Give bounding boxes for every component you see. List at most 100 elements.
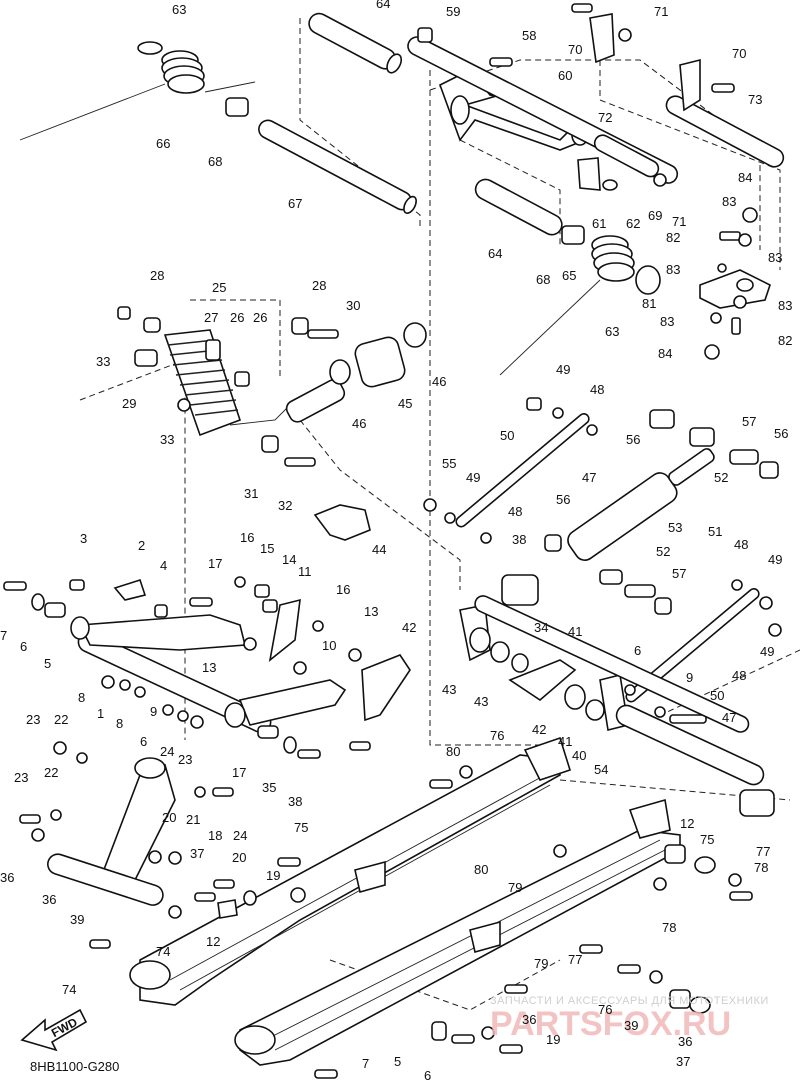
callout-label: 64 <box>488 246 502 261</box>
callout-label: 10 <box>322 638 336 653</box>
callout-label: 73 <box>748 92 762 107</box>
callout-label: 41 <box>558 734 572 749</box>
callout-label: 42 <box>402 620 416 635</box>
bushing-68-mid <box>561 225 585 245</box>
callout-label: 26 <box>253 310 267 325</box>
callout-label: 7 <box>0 628 7 643</box>
callout-label: 18 <box>208 828 222 843</box>
callout-label: 47 <box>582 470 596 485</box>
torsion-spring-65 <box>499 235 635 376</box>
bracket-44 <box>313 504 371 541</box>
callout-label: 11 <box>298 564 312 579</box>
callout-label: 53 <box>668 520 682 535</box>
arm-34 <box>508 659 577 702</box>
callout-label: 13 <box>364 604 378 619</box>
callout-label: 36 <box>42 892 56 907</box>
callout-label: 1 <box>97 706 104 721</box>
front-shock-absorber <box>117 306 291 437</box>
washer-63-mid <box>635 265 661 295</box>
callout-label: 58 <box>522 28 536 43</box>
callout-label: 83 <box>666 262 680 277</box>
callout-label: 74 <box>62 982 76 997</box>
callout-label: 70 <box>568 42 582 57</box>
callout-label: 82 <box>778 333 792 348</box>
callout-label: 29 <box>122 396 136 411</box>
callout-label: 6 <box>140 734 147 749</box>
callout-label: 3 <box>80 531 87 546</box>
torsion-spring-66 <box>19 50 256 141</box>
callout-label: 6 <box>634 643 641 658</box>
front-arm-assembly <box>3 576 411 759</box>
callout-label: 83 <box>722 194 736 209</box>
callout-label: 9 <box>686 670 693 685</box>
callout-label: 20 <box>162 810 176 825</box>
callout-label: 47 <box>722 710 736 725</box>
nut-71-top <box>618 28 632 42</box>
callout-label: 49 <box>466 470 480 485</box>
callout-label: 51 <box>708 524 722 539</box>
callout-label: 21 <box>186 812 200 827</box>
callout-label: 41 <box>568 624 582 639</box>
callout-label: 59 <box>446 4 460 19</box>
callout-label: 28 <box>312 278 326 293</box>
callout-label: 61 <box>592 216 606 231</box>
callout-label: 24 <box>160 744 174 759</box>
callout-label: 39 <box>624 1018 638 1033</box>
callout-label: 62 <box>626 216 640 231</box>
callout-label: 78 <box>662 920 676 935</box>
shaft-64-top <box>308 12 403 74</box>
callout-label: 74 <box>156 944 170 959</box>
callout-label: 24 <box>233 828 247 843</box>
callout-label: 36 <box>522 1012 536 1027</box>
center-link-rods <box>423 397 782 817</box>
rod-47-lower <box>625 588 760 703</box>
callout-label: 46 <box>352 416 366 431</box>
callout-label: 84 <box>658 346 672 361</box>
callout-label: 71 <box>672 214 686 229</box>
callout-label: 77 <box>756 844 770 859</box>
slide-rail-lower <box>234 798 753 1079</box>
callout-label: 56 <box>556 492 570 507</box>
callout-label: 78 <box>754 860 768 875</box>
callout-label: 4 <box>160 558 167 573</box>
callout-label: 68 <box>536 272 550 287</box>
callout-label: 37 <box>190 846 204 861</box>
callout-label: 82 <box>666 230 680 245</box>
group-outlines <box>79 18 800 1011</box>
callout-label: 54 <box>594 762 608 777</box>
callout-label: 49 <box>760 644 774 659</box>
bushing-38-lower <box>739 789 775 817</box>
callout-label: 33 <box>96 354 110 369</box>
callout-label: 49 <box>768 552 782 567</box>
callout-label: 13 <box>202 660 216 675</box>
bolt-58 <box>489 57 513 67</box>
callout-label: 83 <box>768 250 782 265</box>
callout-label: 36 <box>678 1034 692 1049</box>
callout-label: 79 <box>508 880 522 895</box>
callout-label: 56 <box>626 432 640 447</box>
callout-label: 84 <box>738 170 752 185</box>
callout-label: 12 <box>680 816 694 831</box>
bushing-68 <box>225 97 249 117</box>
bracket-70-left <box>589 13 615 64</box>
callout-label: 23 <box>178 752 192 767</box>
callout-label: 83 <box>778 298 792 313</box>
callout-label: 81 <box>642 296 656 311</box>
callout-label: 17 <box>232 765 246 780</box>
callout-label: 50 <box>710 688 724 703</box>
arm-11 <box>78 614 247 651</box>
callout-label: 46 <box>432 374 446 389</box>
callout-label: 65 <box>562 268 576 283</box>
callout-label: 23 <box>26 712 40 727</box>
callout-label: 34 <box>534 620 548 635</box>
callout-label: 22 <box>44 765 58 780</box>
callout-label: 52 <box>656 544 670 559</box>
callout-label: 42 <box>532 722 546 737</box>
callout-label: 17 <box>208 556 222 571</box>
callout-label: 75 <box>700 832 714 847</box>
callout-label: 26 <box>230 310 244 325</box>
callout-label: 2 <box>138 538 145 553</box>
arm-lower-1 <box>238 679 347 726</box>
callout-label: 14 <box>282 552 296 567</box>
